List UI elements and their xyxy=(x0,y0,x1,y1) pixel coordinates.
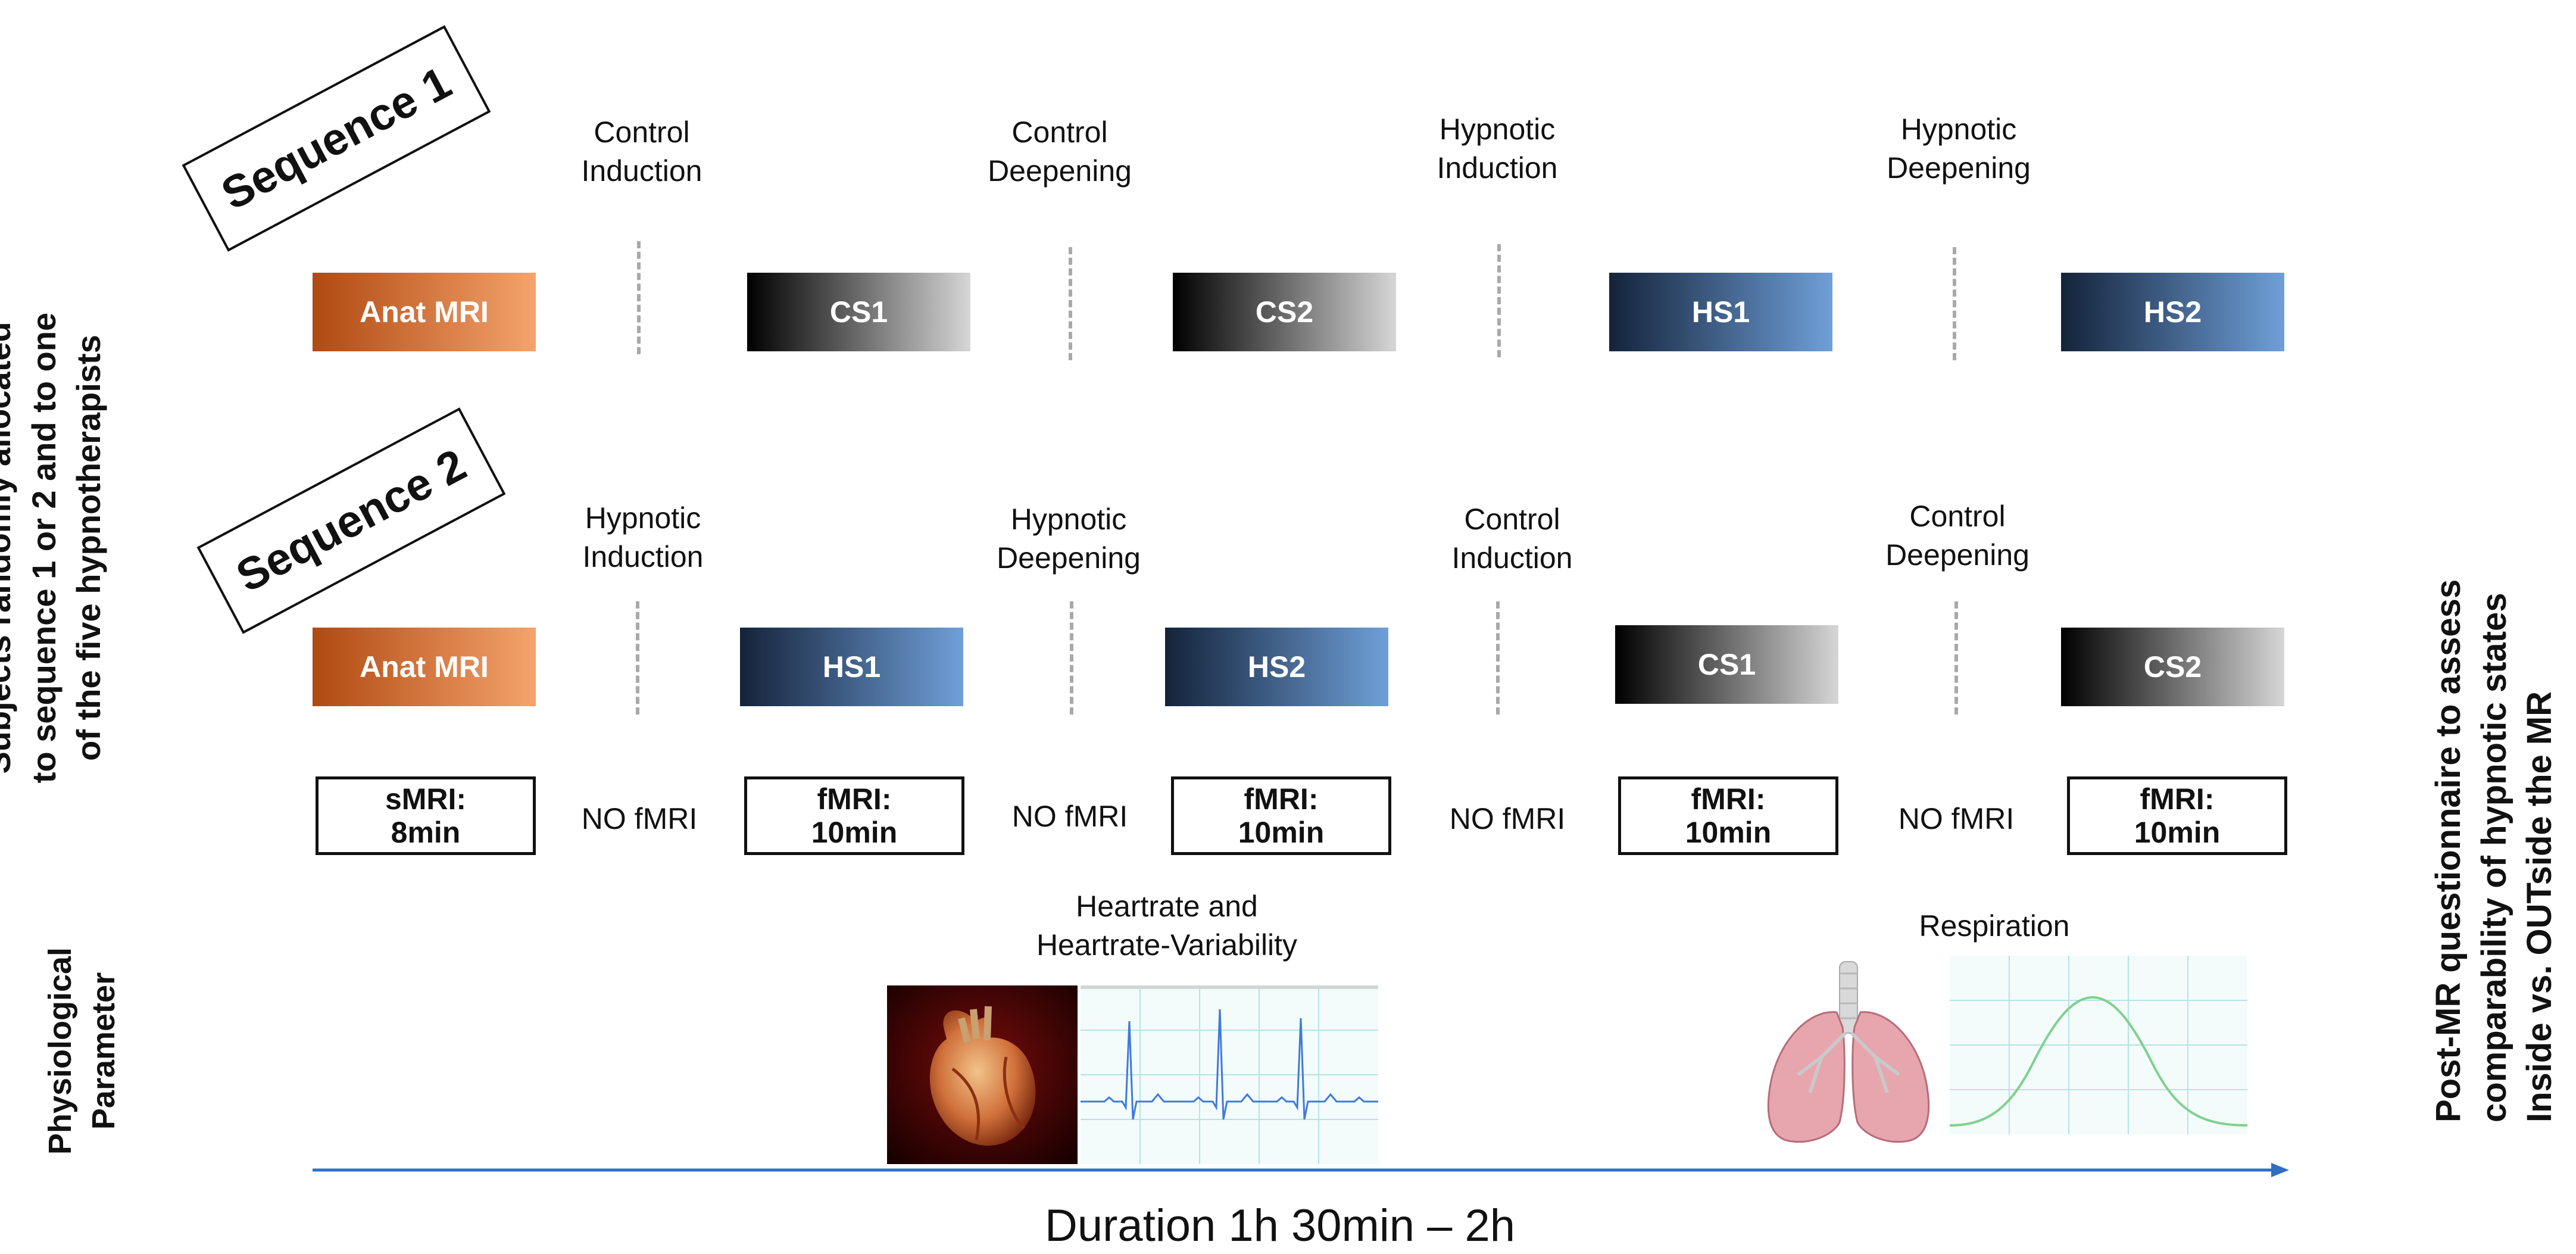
seq1-separator-2 xyxy=(1069,247,1072,360)
sequence-2-label: Sequence 2 xyxy=(196,407,506,634)
duration-box-smri: sMRI: 8min xyxy=(316,776,536,855)
seq1-separator-3 xyxy=(1497,244,1501,357)
no-fmri-label: NO fMRI xyxy=(1449,802,1566,835)
ecg-icon xyxy=(1081,985,1378,1164)
seq2-separator-3 xyxy=(1496,601,1500,715)
sequence-1-label: Sequence 1 xyxy=(182,25,491,252)
seq2-phase-hypnotic-deepening: Hypnotic Deepening xyxy=(997,503,1141,575)
heartrate-caption: Heartrate and Heartrate-Variability xyxy=(1036,890,1298,962)
seq1-block-cs2: CS2 xyxy=(1173,273,1396,351)
arrow-right-icon xyxy=(313,1163,2289,1177)
lungs-image xyxy=(1750,956,1947,1152)
duration-label: Duration 1h 30min – 2h xyxy=(1044,1200,1516,1251)
seq2-separator-1 xyxy=(636,601,639,715)
seq2-block-cs2: CS2 xyxy=(2061,628,2284,706)
seq2-separator-4 xyxy=(1954,601,1958,715)
respiration-curve xyxy=(1949,956,2248,1134)
seq1-phase-hypnotic-deepening: Hypnotic Deepening xyxy=(1887,113,2031,185)
duration-box-fmri-3: fMRI: 10min xyxy=(1618,776,1838,855)
seq1-phase-control-deepening: Control Deepening xyxy=(988,116,1132,188)
duration-box-fmri-1: fMRI: 10min xyxy=(744,776,964,855)
seq1-phase-control-induction: Control Induction xyxy=(581,116,702,188)
seq1-separator-1 xyxy=(637,241,641,354)
ecg-trace xyxy=(1081,985,1378,1164)
respiration-wave-icon xyxy=(1949,956,2248,1134)
seq2-phase-hypnotic-induction: Hypnotic Induction xyxy=(582,501,704,573)
seq2-separator-2 xyxy=(1070,601,1073,715)
seq2-block-hs1: HS1 xyxy=(740,628,963,706)
seq2-block-hs2: HS2 xyxy=(1165,628,1388,706)
no-fmri-label: NO fMRI xyxy=(581,802,698,835)
seq1-phase-hypnotic-induction: Hypnotic Induction xyxy=(1437,113,1558,185)
post-mr-questionnaire-caption: Post-MR questionnaire to assess comparab… xyxy=(2429,579,2576,1122)
heart-icon xyxy=(887,985,1078,1164)
timeline-arrow xyxy=(313,1161,2289,1179)
heart-image xyxy=(887,985,1078,1164)
respiration-caption: Respiration xyxy=(1919,909,2070,943)
seq1-block-hs1: HS1 xyxy=(1609,273,1832,351)
seq1-block-cs1: CS1 xyxy=(747,273,970,351)
allocation-caption: Subjects randomly allocated to sequence … xyxy=(0,312,108,784)
seq2-phase-control-induction: Control Induction xyxy=(1451,503,1573,575)
seq1-separator-4 xyxy=(1953,247,1956,360)
no-fmri-label: NO fMRI xyxy=(1898,802,2015,835)
no-fmri-label: NO fMRI xyxy=(1011,800,1128,833)
seq2-phase-control-deepening: Control Deepening xyxy=(1885,500,2029,572)
physiological-parameter-caption: Physiological Parameter xyxy=(42,947,121,1155)
seq2-block-cs1: CS1 xyxy=(1615,625,1838,704)
lungs-icon xyxy=(1767,961,1930,1143)
duration-box-fmri-4: fMRI: 10min xyxy=(2067,776,2287,855)
seq1-block-hs2: HS2 xyxy=(2061,273,2284,351)
seq1-block-anat-mri: Anat MRI xyxy=(313,273,536,351)
duration-box-fmri-2: fMRI: 10min xyxy=(1171,776,1391,855)
seq2-block-anat-mri: Anat MRI xyxy=(313,628,536,706)
